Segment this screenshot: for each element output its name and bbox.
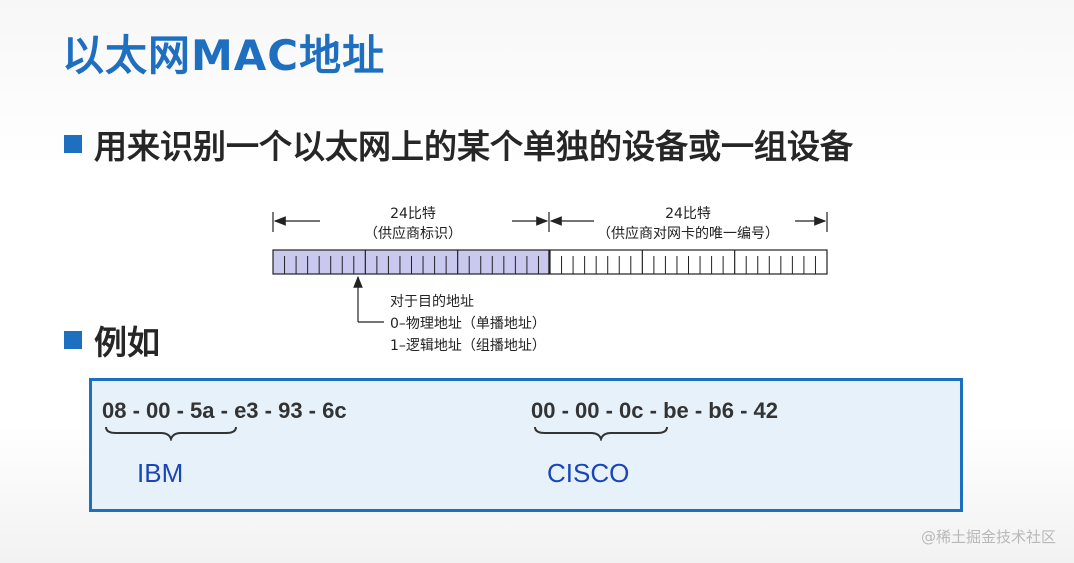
right-bits-label: 24比特 <box>665 206 711 222</box>
bullet-intro: 用来识别一个以太网上的某个单独的设备或一组设备 <box>64 120 853 168</box>
left-bits-label: 24比特 <box>390 206 436 222</box>
bullet-example-text: 例如 <box>94 323 160 362</box>
square-bullet-icon <box>64 135 82 153</box>
bit-tick-marks <box>284 250 816 274</box>
cisco-vendor-label: CISCO <box>547 458 630 488</box>
cisco-mac-address: 00 - 00 - 0c - be - b6 - 42 <box>531 398 778 423</box>
bullet-intro-text: 用来识别一个以太网上的某个单独的设备或一组设备 <box>94 127 853 166</box>
cisco-oui-brace <box>534 426 668 441</box>
annotation-line-1: 对于目的地址 <box>390 294 474 310</box>
square-bullet-icon <box>64 331 82 349</box>
example-box <box>89 378 963 512</box>
dimension-lines <box>272 212 828 232</box>
bullet-example: 例如 <box>64 316 160 364</box>
right-desc-label: （供应商对网卡的唯一编号） <box>597 225 779 242</box>
ibm-oui-brace <box>105 426 237 441</box>
slide-title: 以太网MAC地址 <box>62 31 386 80</box>
left-desc-label: （供应商标识） <box>364 225 462 242</box>
watermark: @稀土掘金技术社区 <box>920 528 1056 546</box>
ibm-mac-address: 08 - 00 - 5a - e3 - 93 - 6c <box>102 398 347 423</box>
annotation-line-3: 1–逻辑地址（组播地址） <box>390 338 546 354</box>
ibm-vendor-label: IBM <box>137 458 184 488</box>
annotation-line-2: 0–物理地址（单播地址） <box>390 316 546 332</box>
first-bit-pointer <box>353 275 384 323</box>
